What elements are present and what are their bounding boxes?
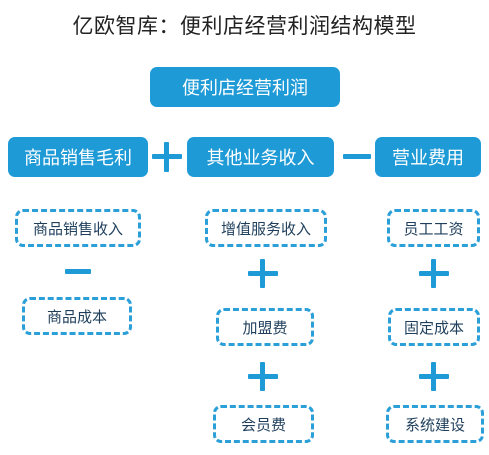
staff-salary-box: 员工工资 bbox=[387, 209, 480, 247]
minus-icon bbox=[65, 269, 91, 274]
convenience-store-profit-box: 便利店经营利润 bbox=[150, 67, 340, 107]
plus-icon-vertical bbox=[431, 362, 436, 391]
fixed-cost-box: 固定成本 bbox=[388, 308, 480, 346]
gross-profit-box: 商品销售毛利 bbox=[8, 137, 148, 177]
other-business-income-box: 其他业务收入 bbox=[187, 137, 334, 177]
plus-icon-vertical bbox=[260, 362, 265, 391]
plus-icon-vertical bbox=[431, 259, 436, 288]
membership-fee-box: 会员费 bbox=[213, 405, 314, 443]
value-added-service-income-box: 增值服务收入 bbox=[205, 209, 327, 247]
page-title: 亿欧智库：便利店经营利润结构模型 bbox=[72, 14, 417, 38]
system-construction-box: 系统建设 bbox=[386, 405, 484, 443]
franchise-fee-box: 加盟费 bbox=[216, 308, 314, 346]
plus-icon-vertical bbox=[164, 142, 169, 172]
plus-icon-vertical bbox=[260, 259, 265, 288]
minus-icon bbox=[343, 154, 371, 159]
sales-revenue-box: 商品销售收入 bbox=[15, 209, 141, 247]
goods-cost-box: 商品成本 bbox=[22, 297, 132, 335]
operating-expense-box: 营业费用 bbox=[375, 137, 481, 177]
